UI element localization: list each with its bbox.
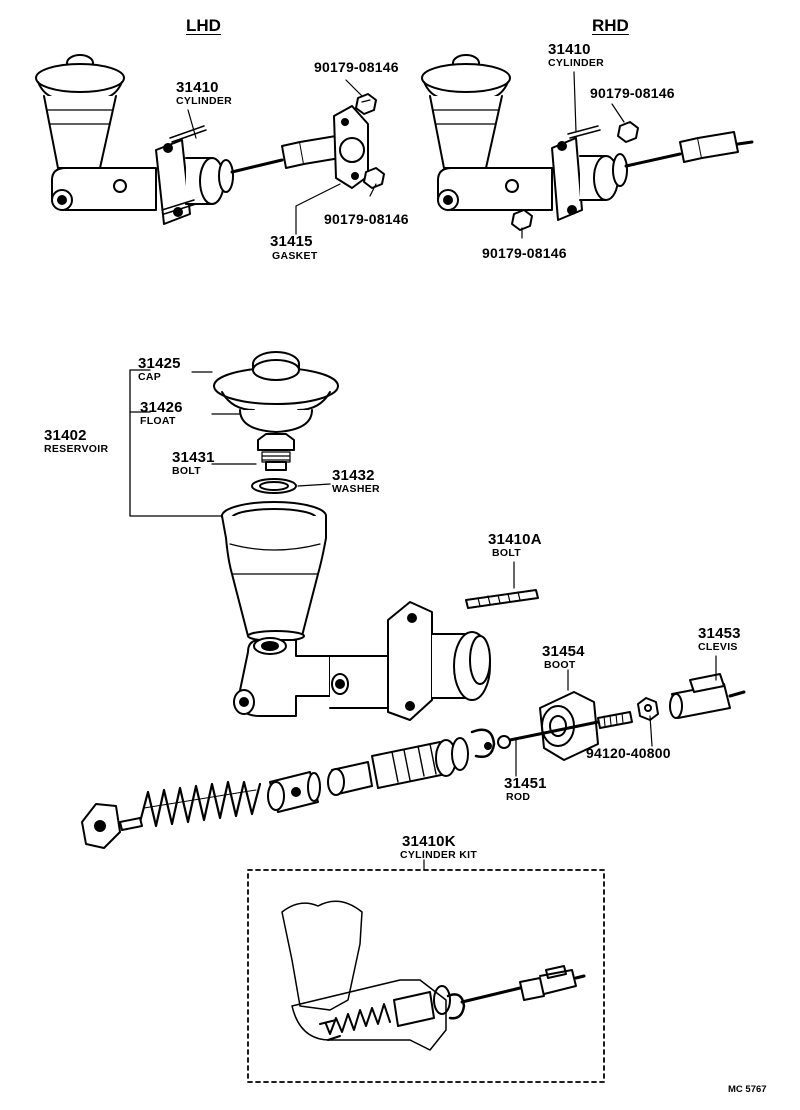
lhd-heading: LHD — [186, 16, 221, 35]
exploded-view — [81, 351, 746, 849]
reservoir-name: RESERVOIR — [44, 443, 109, 455]
diagram-code: MC 5767 — [728, 1084, 767, 1095]
rod-name: ROD — [506, 791, 531, 803]
lhd-gasket — [333, 105, 369, 189]
rhd-reservoir — [421, 54, 511, 169]
rhd-nut-bottom-number: 90179-08146 — [482, 245, 567, 261]
clevis-name: CLEVIS — [698, 641, 738, 653]
stud-bolt-number: 31410A — [488, 531, 542, 548]
rhd-heading: RHD — [592, 16, 629, 35]
clevis-number: 31453 — [698, 625, 741, 642]
stud-bolt-name: BOLT — [492, 547, 521, 559]
boot-number: 31454 — [542, 643, 585, 660]
lhd-gasket-number: 31415 — [270, 233, 313, 250]
rod-number: 31451 — [504, 775, 547, 792]
rhd-cylinder-number: 31410 — [548, 41, 591, 58]
stud-bolt-part — [465, 589, 539, 609]
cylinder-body-part — [233, 601, 491, 721]
cap-name: CAP — [138, 371, 162, 383]
reservoir-part — [221, 501, 327, 642]
float-part — [239, 409, 313, 433]
rhd-nut-top-number: 90179-08146 — [590, 85, 675, 101]
clevis-part — [669, 673, 746, 719]
lhd-cylinder-name: CYLINDER — [176, 95, 233, 107]
bolt-number: 31431 — [172, 449, 215, 466]
rhd-cylinder-name: CYLINDER — [548, 57, 605, 69]
piston-part — [327, 737, 469, 796]
rhd-assembly — [421, 54, 754, 239]
snap-ring-part — [470, 728, 496, 758]
float-number: 31426 — [140, 399, 183, 416]
float-name: FLOAT — [140, 415, 176, 427]
lhd-nut-bottom-number: 90179-08146 — [324, 211, 409, 227]
cap-number: 31425 — [138, 355, 181, 372]
boot-name: BOOT — [544, 659, 576, 671]
nut-number: 94120-40800 — [586, 745, 671, 761]
spring-part — [138, 780, 262, 828]
kit-number: 31410K — [402, 833, 456, 850]
bolt-part — [257, 433, 295, 471]
lhd-nut-top-number: 90179-08146 — [314, 59, 399, 75]
cap-part — [213, 351, 339, 411]
rhd-cylinder-body — [437, 125, 754, 221]
lhd-gasket-name: GASKET — [272, 250, 318, 262]
lhd-cylinder-body — [51, 125, 358, 225]
washer-name: WASHER — [332, 483, 380, 495]
rod-part — [497, 711, 633, 749]
nut-part — [637, 697, 659, 721]
lhd-nut-bottom — [363, 167, 385, 189]
spring-seat-part — [267, 771, 321, 813]
kit-name: CYLINDER KIT — [400, 849, 478, 861]
washer-number: 31432 — [332, 467, 375, 484]
rhd-nut-top — [617, 121, 639, 143]
lhd-reservoir — [35, 54, 125, 169]
cylinder-kit — [247, 859, 605, 1083]
lhd-cylinder-number: 31410 — [176, 79, 219, 96]
reservoir-number: 31402 — [44, 427, 87, 444]
boot-part — [539, 691, 599, 761]
lhd-assembly — [35, 54, 385, 235]
washer-part — [251, 478, 297, 494]
end-fitting-part — [81, 803, 143, 849]
rhd-nut-bottom — [511, 209, 533, 231]
bolt-name: BOLT — [172, 465, 201, 477]
lhd-nut-top — [355, 93, 377, 115]
